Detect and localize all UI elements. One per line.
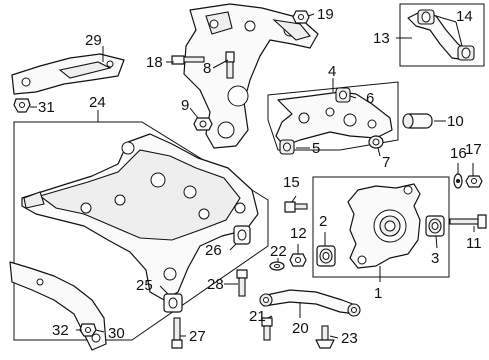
callout-14: 14 [456, 8, 473, 25]
subframe-group-frame [13, 121, 269, 341]
control-arm-group-frame [267, 81, 399, 151]
callout-23: 23 [341, 330, 358, 347]
callout-19: 19 [317, 6, 334, 23]
bolt-part-23 [315, 325, 335, 349]
nut-part-17 [465, 175, 483, 188]
bushing-part-2 [316, 245, 336, 267]
bushing-part-5 [279, 139, 295, 155]
callout-12: 12 [290, 225, 307, 242]
callout-6: 6 [366, 90, 374, 107]
callout-31: 31 [38, 99, 55, 116]
callout-1: 1 [374, 285, 382, 302]
lower-control-arm-part-4 [275, 91, 393, 147]
bolt-part-27 [171, 317, 183, 349]
knuckle-group-frame [312, 176, 450, 278]
upper-arm-group-frame [399, 3, 485, 67]
bushing-part-6 [335, 87, 351, 103]
callout-28: 28 [207, 276, 224, 293]
bushing-part-25 [163, 293, 183, 313]
sleeve-part-10 [402, 113, 433, 129]
callout-30: 30 [108, 325, 125, 342]
washer-part-22 [269, 261, 285, 271]
bracket-part-29 [11, 53, 125, 95]
callout-22: 22 [270, 243, 287, 260]
nut-part-12 [289, 253, 307, 267]
nut-part-32 [79, 323, 97, 337]
callout-21: 21 [249, 308, 266, 325]
callout-2: 2 [319, 213, 327, 230]
callout-13: 13 [373, 30, 390, 47]
nut-part-19 [292, 10, 310, 24]
callout-16: 16 [450, 145, 467, 162]
callout-3: 3 [431, 250, 439, 267]
callout-18: 18 [146, 54, 163, 71]
bolt-part-28 [236, 269, 248, 297]
callout-8: 8 [203, 60, 211, 77]
callout-17: 17 [465, 141, 482, 158]
bolt-part-11 [449, 214, 487, 229]
leader-lines [30, 13, 475, 339]
bushing-part-7 [368, 135, 384, 149]
upper-control-arm-part-13 [407, 9, 475, 61]
callout-29: 29 [85, 32, 102, 49]
bolt-part-21 [261, 317, 273, 341]
callout-7: 7 [382, 154, 390, 171]
callout-5: 5 [312, 140, 320, 157]
rear-subframe-part-24 [21, 133, 259, 301]
nut-part-9 [193, 117, 213, 131]
bushing-part-3 [425, 215, 445, 237]
rear-crossmember-top [183, 3, 319, 149]
bushing-part-26 [233, 225, 251, 245]
callout-32: 32 [52, 322, 69, 339]
callout-20: 20 [292, 320, 309, 337]
bolt-part-18 [171, 55, 205, 65]
bolt-part-15 [284, 201, 308, 213]
callout-24: 24 [89, 94, 106, 111]
nut-part-31 [13, 98, 31, 113]
bolt-part-8 [225, 51, 235, 79]
callout-25: 25 [136, 277, 153, 294]
washer-part-16 [453, 173, 463, 189]
callout-4: 4 [328, 63, 336, 80]
callout-26: 26 [205, 242, 222, 259]
callout-15: 15 [283, 174, 300, 191]
callout-9: 9 [181, 97, 189, 114]
callout-10: 10 [447, 113, 464, 130]
lateral-link-part-20 [259, 289, 361, 317]
callout-11: 11 [466, 235, 482, 252]
callout-27: 27 [189, 328, 206, 345]
wheel-knuckle-part-1 [347, 183, 421, 269]
